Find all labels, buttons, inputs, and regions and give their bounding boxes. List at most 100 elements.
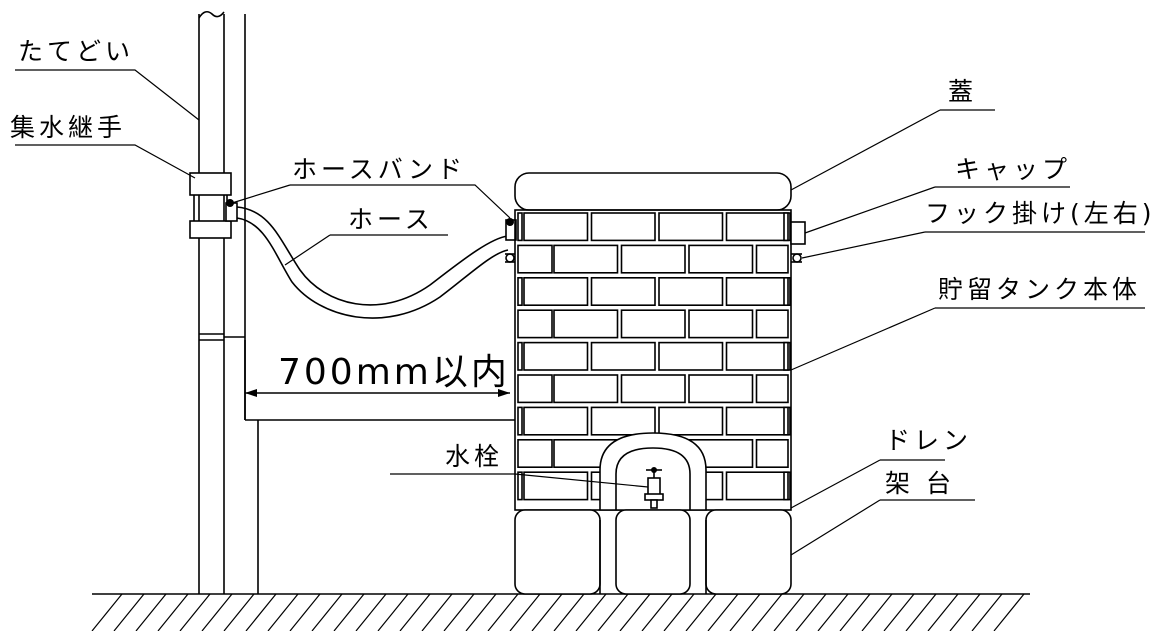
brick [553,244,619,274]
brick [523,406,589,436]
hatch-stroke [509,593,541,631]
brick [620,374,686,404]
brick [725,276,791,306]
brick [725,406,791,436]
hose-drawing [236,206,517,319]
hatch-stroke [971,593,1003,631]
brick [590,341,656,371]
hatch-stroke [905,593,937,631]
brick [517,374,553,404]
hatch-stroke [91,593,123,631]
label-cap: キャップ [955,155,1071,184]
brick [783,471,789,501]
brick [517,341,523,371]
brick [517,212,523,242]
hatch-stroke [641,593,673,631]
downspout-pipe [198,10,259,594]
collector-joint [189,172,238,239]
brick-pattern [517,212,791,501]
hatch-stroke [421,593,453,631]
hatch-stroke [619,593,651,631]
hatch-stroke [707,593,739,631]
brick [517,471,523,501]
faucet [644,467,664,509]
label-stand: 架 台 [885,469,955,498]
hatch-stroke [399,593,431,631]
hook-right [792,253,802,263]
hatch-stroke [927,593,959,631]
label-tank-body: 貯留タンク本体 [938,275,1141,304]
brick [523,471,589,501]
brick [517,406,523,436]
hatch-stroke [795,593,827,631]
brick [688,309,754,339]
label-hook: フック掛け(左右) [925,199,1156,228]
brick [523,276,589,306]
hatch-stroke [487,593,519,631]
label-distance: 700mm以内 [278,352,510,393]
cap [790,221,806,245]
brick [688,374,754,404]
brick [590,276,656,306]
brick [620,244,686,274]
label-downspout: たてどい [18,37,134,66]
brick [725,212,791,242]
hatch-stroke [663,593,695,631]
brick [755,374,789,404]
hatch-stroke [575,593,607,631]
brick [783,406,789,436]
brick [658,406,724,436]
hatch-stroke [355,593,387,631]
label-collector-joint: 集水継手 [10,113,126,142]
hatch-stroke [289,593,321,631]
hatch-stroke [157,593,189,631]
brick [523,212,589,242]
faucet-niche [599,432,707,511]
brick [725,341,791,371]
hatch-stroke [685,593,717,631]
hatch-stroke [773,593,805,631]
tank-body [505,209,806,511]
brick [783,341,789,371]
brick [517,244,553,274]
hatch-stroke [179,593,211,631]
hatch-stroke [751,593,783,631]
hatch-stroke [333,593,365,631]
hatch-stroke [817,593,849,631]
hatch-stroke [993,593,1025,631]
hatch-stroke [223,593,255,631]
brick [523,341,589,371]
label-faucet: 水栓 [445,442,503,471]
brick [783,212,789,242]
label-lid: 蓋 [948,77,977,106]
brick [658,212,724,242]
hatch-stroke [553,593,585,631]
hatch-stroke [377,593,409,631]
label-hose: ホース [348,205,434,234]
brick [658,341,724,371]
hatch-stroke [883,593,915,631]
brick [517,438,553,468]
leader-lines [15,69,1145,556]
label-drain: ドレン [885,426,972,455]
hatch-stroke [839,593,871,631]
hatch-stroke [465,593,497,631]
ground [91,593,1030,631]
ground-hatching [91,593,1025,631]
hatch-stroke [113,593,145,631]
brick [755,244,789,274]
stand [514,509,792,595]
hatch-stroke [311,593,343,631]
hook-left [505,253,515,263]
brick [620,309,686,339]
brick [517,309,553,339]
brick [553,374,619,404]
brick [755,309,789,339]
hatch-stroke [443,593,475,631]
brick [553,309,619,339]
hatch-stroke [729,593,761,631]
brick [517,276,523,306]
brick [590,212,656,242]
